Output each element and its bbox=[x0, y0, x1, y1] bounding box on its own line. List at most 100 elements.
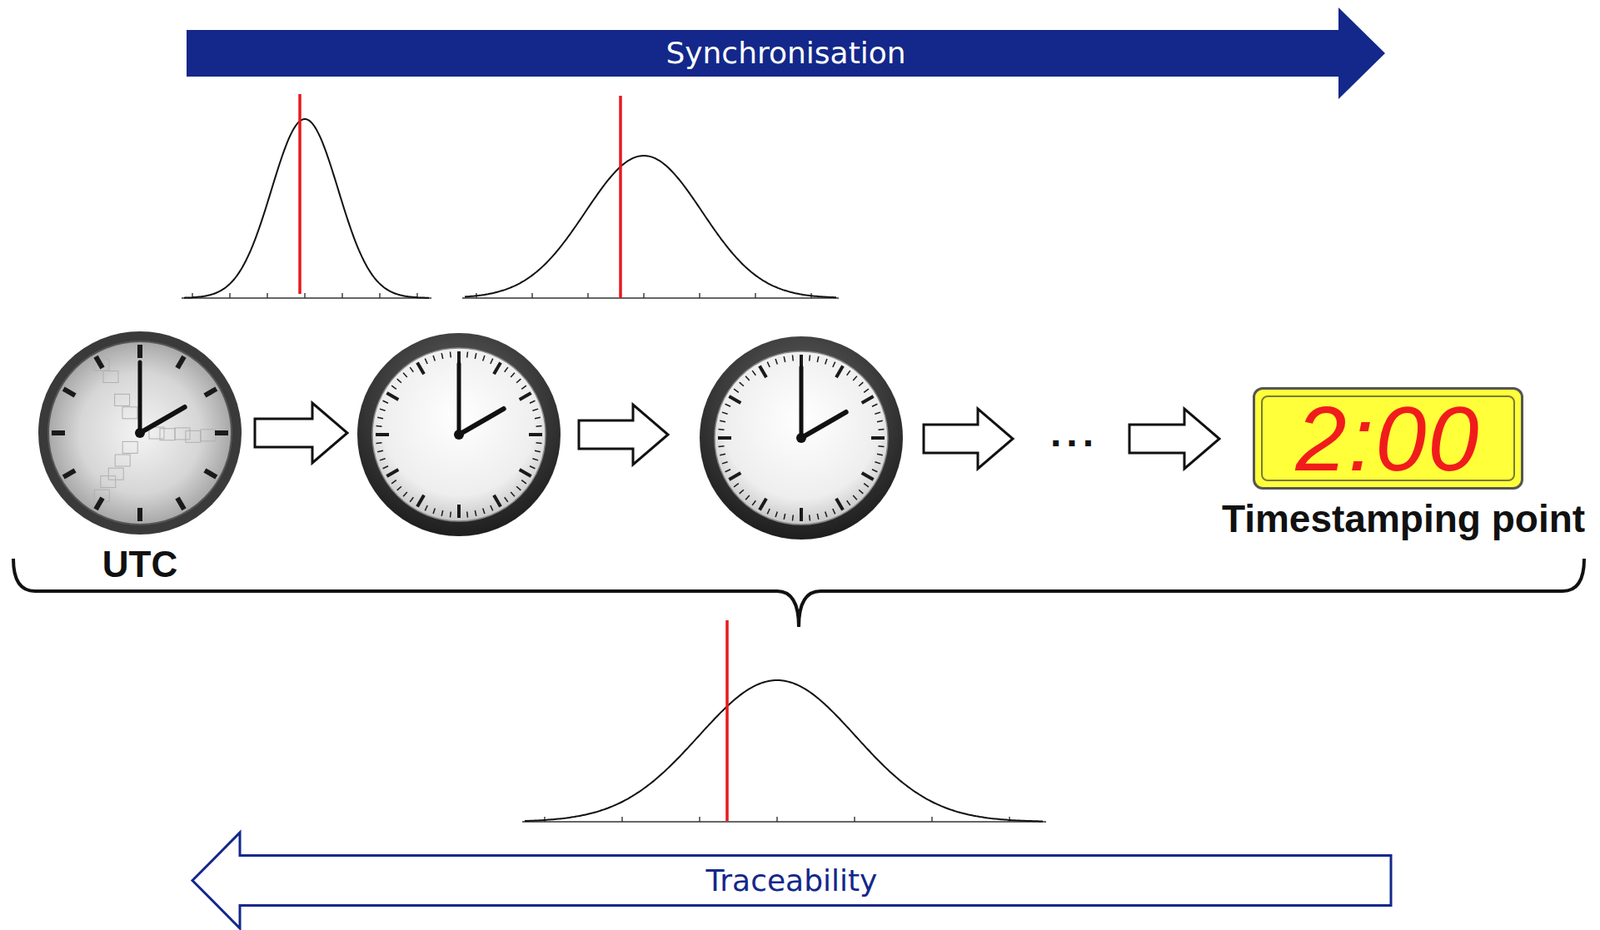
hour-mark bbox=[63, 388, 75, 396]
axis-tick bbox=[341, 293, 343, 299]
minute-mark bbox=[775, 358, 778, 365]
hour-mark bbox=[862, 396, 874, 404]
gaussian-curve bbox=[464, 155, 837, 298]
minute-mark bbox=[504, 367, 509, 373]
minute-mark bbox=[718, 428, 725, 431]
minute-mark bbox=[391, 385, 397, 389]
axis-tick bbox=[853, 817, 855, 823]
minute-mark bbox=[376, 442, 383, 444]
minute-mark bbox=[722, 462, 728, 464]
minute-mark bbox=[719, 420, 726, 423]
minute-mark bbox=[792, 515, 794, 522]
minute-mark bbox=[529, 400, 535, 404]
minute-mark bbox=[832, 362, 836, 368]
minute-mark bbox=[409, 367, 414, 373]
clock-pivot bbox=[453, 429, 464, 440]
stone-texture bbox=[174, 428, 190, 440]
minute-mark bbox=[483, 508, 485, 514]
display-caption: Timestamping point bbox=[1216, 498, 1591, 541]
minute-mark bbox=[825, 358, 828, 365]
minute-mark bbox=[877, 420, 883, 423]
hour-mark bbox=[836, 498, 843, 511]
ellipsis-label: ... bbox=[1041, 413, 1108, 454]
minute-mark bbox=[377, 417, 384, 419]
minute-mark bbox=[449, 512, 452, 519]
minute-mark bbox=[377, 450, 384, 453]
minute-mark bbox=[733, 388, 739, 393]
stone-texture bbox=[114, 454, 130, 467]
minute-mark bbox=[474, 353, 477, 359]
clock-label: UTC bbox=[33, 546, 247, 584]
axis-line bbox=[462, 297, 839, 300]
clock-face bbox=[714, 351, 888, 525]
minute-mark bbox=[792, 355, 794, 362]
stone-texture bbox=[122, 407, 138, 419]
clock-rim bbox=[357, 333, 561, 537]
display-time: 2:00 bbox=[1295, 393, 1481, 485]
chain-arrow bbox=[254, 403, 348, 464]
minute-mark bbox=[490, 358, 494, 364]
minute-mark bbox=[433, 355, 435, 362]
hour-mark bbox=[51, 430, 65, 436]
hour-mark bbox=[214, 430, 229, 436]
axis-tick bbox=[698, 293, 700, 299]
minute-mark bbox=[852, 495, 858, 500]
chain-arrows bbox=[254, 403, 1220, 469]
minute-mark bbox=[536, 425, 543, 428]
hour-mark bbox=[457, 504, 461, 519]
clock-rim bbox=[38, 331, 242, 535]
traceability-arrow: Traceability bbox=[190, 831, 1393, 930]
axis-tick bbox=[587, 293, 589, 299]
hour-mark bbox=[728, 473, 741, 480]
stone-texture bbox=[185, 430, 201, 443]
minute-mark bbox=[376, 425, 383, 428]
minute-mark bbox=[783, 513, 786, 520]
minute-mark bbox=[718, 445, 725, 448]
minute-mark bbox=[775, 511, 778, 518]
hour-mark bbox=[204, 388, 217, 396]
minute-mark bbox=[825, 511, 828, 518]
chain-arrow bbox=[1129, 408, 1220, 469]
hour-mark bbox=[528, 433, 543, 437]
minute-mark bbox=[847, 370, 851, 376]
display-digits: 2:00 bbox=[1255, 389, 1521, 488]
minute-mark bbox=[858, 382, 863, 387]
axis-tick bbox=[531, 293, 533, 299]
axis-tick bbox=[698, 817, 700, 823]
minute-mark bbox=[534, 450, 541, 453]
chain-arrow bbox=[923, 408, 1013, 469]
axis-tick bbox=[378, 293, 380, 299]
stone-texture bbox=[122, 441, 138, 454]
minute-hand bbox=[457, 363, 462, 435]
minute-mark bbox=[745, 376, 750, 381]
minute-mark bbox=[403, 492, 408, 497]
hour-mark bbox=[759, 365, 767, 378]
axis-tick bbox=[754, 293, 756, 299]
minute-mark bbox=[483, 355, 485, 362]
minute-mark bbox=[752, 500, 756, 506]
minute-mark bbox=[383, 466, 389, 469]
minute-mark bbox=[433, 508, 435, 514]
minute-mark bbox=[532, 458, 539, 461]
distribution-curves bbox=[181, 94, 1047, 823]
true-value-line bbox=[618, 95, 623, 299]
hour-mark bbox=[799, 508, 803, 522]
stone-texture bbox=[103, 371, 119, 384]
minute-mark bbox=[719, 453, 726, 456]
true-value-line bbox=[298, 94, 302, 295]
clock-pivot bbox=[134, 428, 145, 439]
minute-mark bbox=[383, 400, 389, 404]
hour-mark bbox=[493, 362, 501, 374]
arrow-label: Synchronisation bbox=[665, 36, 906, 70]
clock-face bbox=[372, 348, 546, 522]
stone-texture bbox=[159, 428, 175, 441]
hour-mark bbox=[836, 365, 843, 378]
minute-mark bbox=[532, 408, 539, 411]
minute-mark bbox=[872, 403, 878, 407]
minute-mark bbox=[466, 352, 469, 359]
hour-hand bbox=[458, 408, 504, 435]
stone-texture bbox=[114, 393, 130, 406]
stone-texture bbox=[100, 476, 116, 489]
hour-mark bbox=[519, 469, 532, 477]
